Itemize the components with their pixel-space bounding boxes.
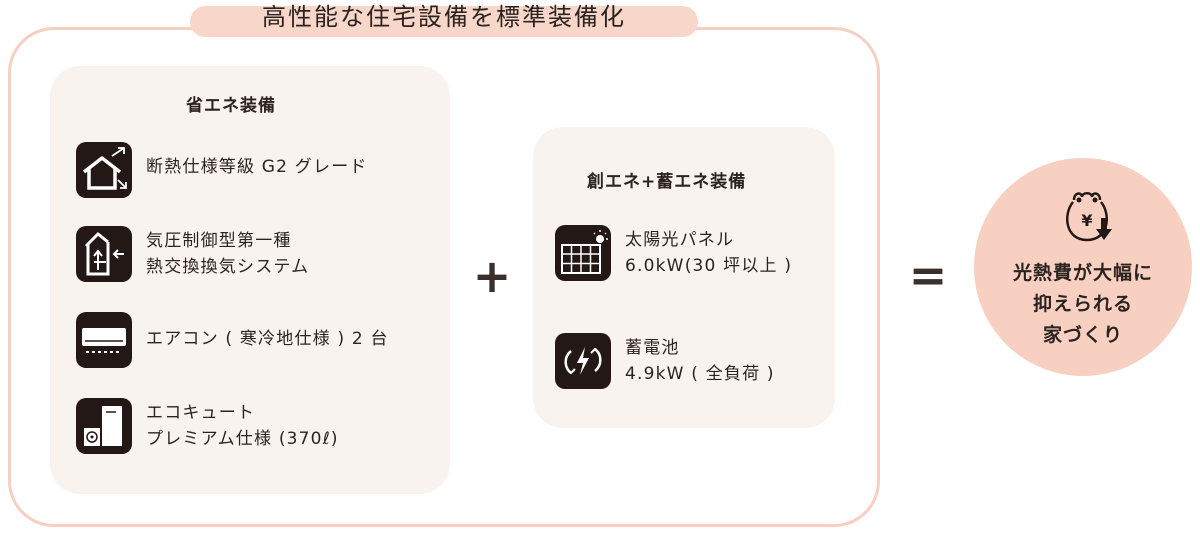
- page-title: 高性能な住宅設備を標準装備化: [262, 3, 626, 31]
- energy-saving-panel: 省エネ装備 断熱仕様等級 G2 グレード: [50, 66, 450, 494]
- item-label-line2: 4.9kW ( 全負荷 ): [625, 364, 775, 384]
- item-label: 断熱仕様等級 G2 グレード: [146, 157, 368, 177]
- item-label-line2: 熱交換換気システム: [146, 257, 310, 277]
- item-label-line2: 6.0kW(30 坪以上 ): [625, 256, 793, 276]
- item-label: 太陽光パネル 6.0kW(30 坪以上 ): [625, 227, 792, 279]
- item-label: エコキュート プレミアム仕様 (370ℓ): [146, 400, 339, 452]
- item-label: エアコン ( 寒冷地仕様 ) 2 台: [146, 329, 389, 349]
- item-label-line1: 蓄電池: [625, 338, 680, 358]
- battery-icon: [555, 333, 611, 389]
- plus-sign: +: [472, 249, 512, 303]
- house-insulation-icon: [76, 142, 132, 198]
- energy-creation-panel: 創エネ+蓄エネ装備 太陽光パネル 6.0kW(30 坪以上 ): [533, 127, 835, 428]
- title-pill: [190, 6, 698, 37]
- item-label-line1: エコキュート: [146, 403, 256, 423]
- energy-creation-heading: 創エネ+蓄エネ装備: [587, 172, 747, 192]
- result-line2: 抑えられる: [1032, 293, 1133, 315]
- yen-symbol: ¥: [1081, 211, 1092, 230]
- item-label: 蓄電池 4.9kW ( 全負荷 ): [625, 335, 775, 387]
- result-line1: 光熱費が大幅に: [1012, 262, 1153, 284]
- water-heater-icon: [76, 398, 132, 454]
- air-conditioner-icon: [76, 312, 132, 368]
- yen-wallet-down-icon: ¥: [1057, 186, 1117, 246]
- item-label-line1: 太陽光パネル: [625, 230, 735, 250]
- result-text: 光熱費が大幅に 抑えられる 家づくり: [974, 258, 1192, 351]
- result-line3: 家づくり: [1042, 324, 1123, 346]
- ventilation-icon: [76, 226, 132, 282]
- item-label-line2: プレミアム仕様 (370ℓ): [146, 429, 339, 449]
- item-label-line1: 気圧制御型第一種: [146, 231, 292, 251]
- solar-panel-icon: [555, 225, 611, 281]
- equals-sign: =: [908, 248, 948, 302]
- energy-saving-heading: 省エネ装備: [186, 96, 276, 116]
- item-label: 気圧制御型第一種 熱交換換気システム: [146, 228, 309, 280]
